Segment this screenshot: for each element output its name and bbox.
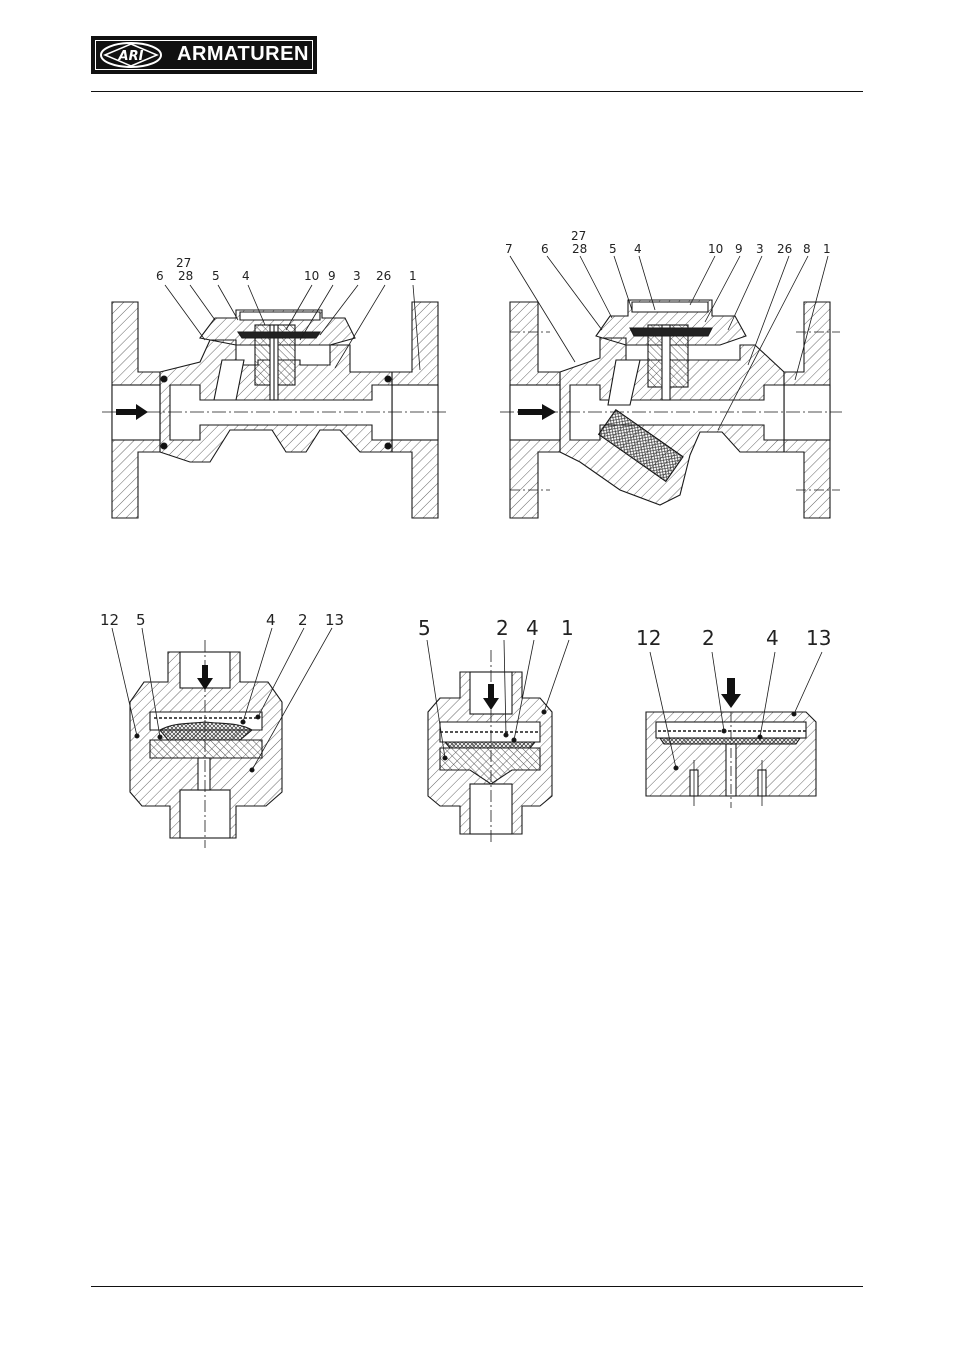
figure-top-right (500, 256, 842, 518)
label-part-4: 4 (766, 628, 779, 648)
label-part-12: 12 (636, 628, 661, 648)
label-part-4: 4 (634, 243, 642, 255)
label-part-13: 13 (806, 628, 831, 648)
label-part-5: 5 (609, 243, 617, 255)
label-part-9: 9 (735, 243, 743, 255)
label-part-10: 10 (708, 243, 723, 255)
figure-bottom-left (112, 628, 332, 848)
label-part-4: 4 (266, 614, 276, 626)
label-part-2: 2 (298, 614, 308, 626)
label-part-1: 1 (561, 618, 574, 638)
label-part-9: 9 (328, 270, 336, 282)
footer-divider (91, 1286, 863, 1287)
label-part-26: 26 (777, 243, 792, 255)
figure-top-left (102, 285, 448, 518)
label-part-8: 8 (803, 243, 811, 255)
label-part-26: 26 (376, 270, 391, 282)
label-part-2: 2 (702, 628, 715, 648)
label-part-6: 6 (156, 270, 164, 282)
figure-bottom-middle (427, 640, 569, 844)
label-part-13: 13 (325, 614, 344, 626)
figure-bottom-right (646, 652, 822, 808)
label-part-28: 28 (178, 270, 193, 282)
label-part-2: 2 (496, 618, 509, 638)
label-part-5: 5 (212, 270, 220, 282)
label-part-3: 3 (756, 243, 764, 255)
label-part-5: 5 (136, 614, 146, 626)
label-part-1: 1 (823, 243, 831, 255)
label-part-27: 27 (571, 230, 586, 242)
label-part-4: 4 (242, 270, 250, 282)
label-part-10: 10 (304, 270, 319, 282)
label-part-4: 4 (526, 618, 539, 638)
label-part-12: 12 (100, 614, 119, 626)
label-part-27: 27 (176, 257, 191, 269)
label-part-7: 7 (505, 243, 513, 255)
label-part-6: 6 (541, 243, 549, 255)
label-part-3: 3 (353, 270, 361, 282)
label-part-5: 5 (418, 618, 431, 638)
label-part-1: 1 (409, 270, 417, 282)
label-part-28: 28 (572, 243, 587, 255)
